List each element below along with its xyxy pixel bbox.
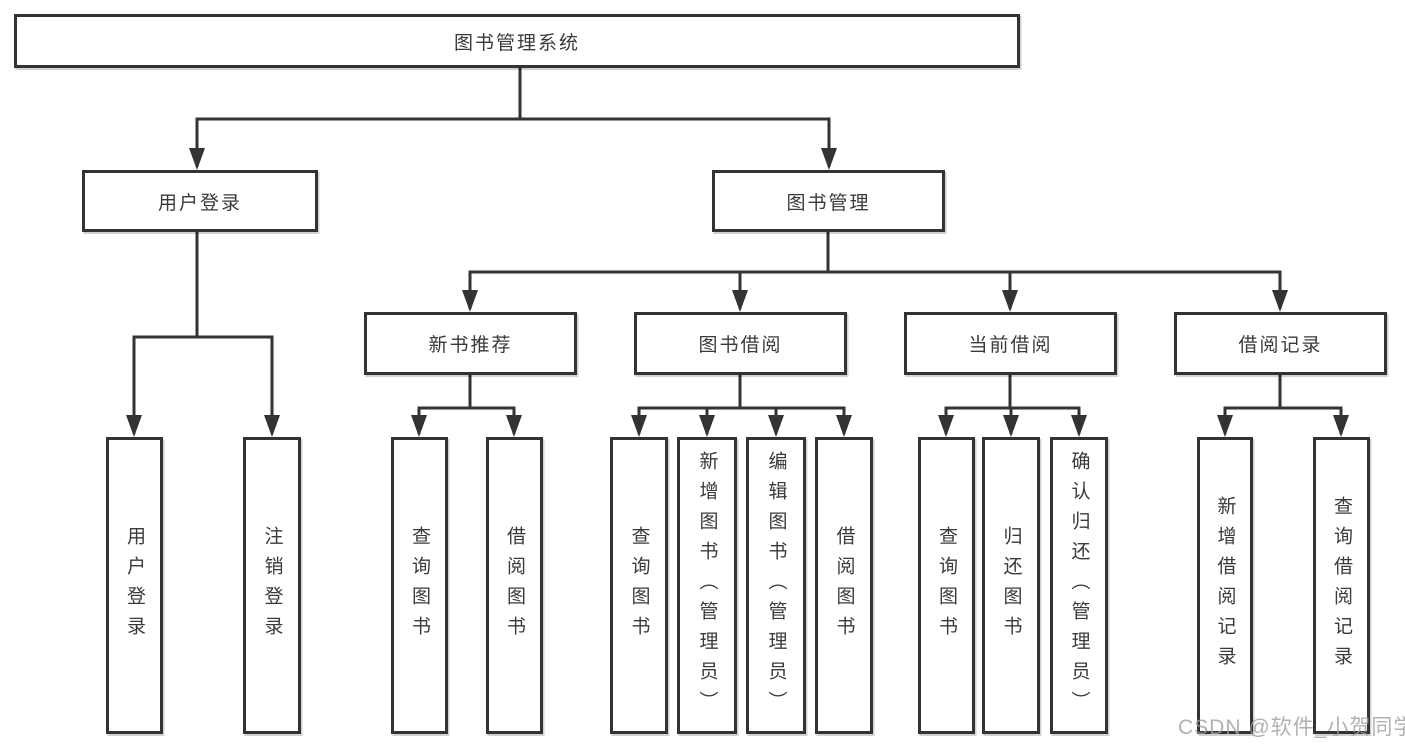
node-borrowing-records: 借阅记录 [1174, 312, 1387, 375]
node-edit-book-admin-label: 编辑图书（管理员） [765, 450, 787, 721]
node-add-book-admin-label: 新增图书（管理员） [696, 450, 718, 721]
node-query-book-current: 查询图书 [918, 437, 975, 734]
node-add-book-admin: 新增图书（管理员） [677, 437, 737, 734]
node-logout-label: 注销登录 [261, 525, 283, 646]
node-query-book-borrowing: 查询图书 [610, 437, 668, 734]
node-new-book-recommend-label: 新书推荐 [428, 335, 513, 356]
node-query-book-borrowing-label: 查询图书 [628, 525, 650, 646]
node-user-login-label: 用户登录 [124, 525, 145, 646]
node-return-book: 归还图书 [982, 437, 1040, 734]
node-query-borrow-record: 查询借阅记录 [1313, 437, 1370, 734]
node-borrow-book-recommend: 借阅图书 [486, 437, 543, 734]
node-user-login: 用户登录 [106, 437, 163, 734]
node-new-book-recommend: 新书推荐 [364, 312, 577, 375]
node-book-management: 图书管理 [712, 170, 945, 232]
node-borrow-book-recommend-label: 借阅图书 [504, 525, 525, 646]
node-borrow-book-label: 借阅图书 [833, 525, 855, 646]
node-borrow-book: 借阅图书 [815, 437, 873, 734]
node-book-borrowing-label: 图书借阅 [698, 335, 783, 356]
node-query-book-current-label: 查询图书 [936, 525, 957, 646]
node-query-borrow-record-label: 查询借阅记录 [1331, 495, 1352, 676]
connector-skeleton [132, 68, 1343, 410]
node-edit-book-admin: 编辑图书（管理员） [746, 437, 806, 734]
node-query-book-recommend-label: 查询图书 [409, 525, 430, 646]
node-confirm-return-admin-label: 确认归还（管理员） [1068, 450, 1090, 721]
node-root: 图书管理系统 [14, 14, 1020, 68]
node-query-book-recommend: 查询图书 [391, 437, 448, 734]
node-add-borrow-record-label: 新增借阅记录 [1214, 495, 1236, 676]
node-current-borrowing: 当前借阅 [904, 312, 1117, 375]
node-user-login-group-label: 用户登录 [157, 192, 242, 214]
node-user-login-group: 用户登录 [82, 170, 318, 232]
node-add-borrow-record: 新增借阅记录 [1197, 437, 1253, 734]
node-current-borrowing-label: 当前借阅 [968, 335, 1053, 356]
node-book-management-label: 图书管理 [786, 192, 871, 214]
node-logout: 注销登录 [243, 437, 301, 734]
node-confirm-return-admin: 确认归还（管理员） [1050, 437, 1108, 734]
node-return-book-label: 归还图书 [1000, 525, 1022, 646]
node-borrowing-records-label: 借阅记录 [1238, 335, 1323, 356]
node-root-label: 图书管理系统 [453, 32, 580, 54]
node-book-borrowing: 图书借阅 [634, 312, 847, 375]
connector-arrows [126, 119, 1349, 437]
